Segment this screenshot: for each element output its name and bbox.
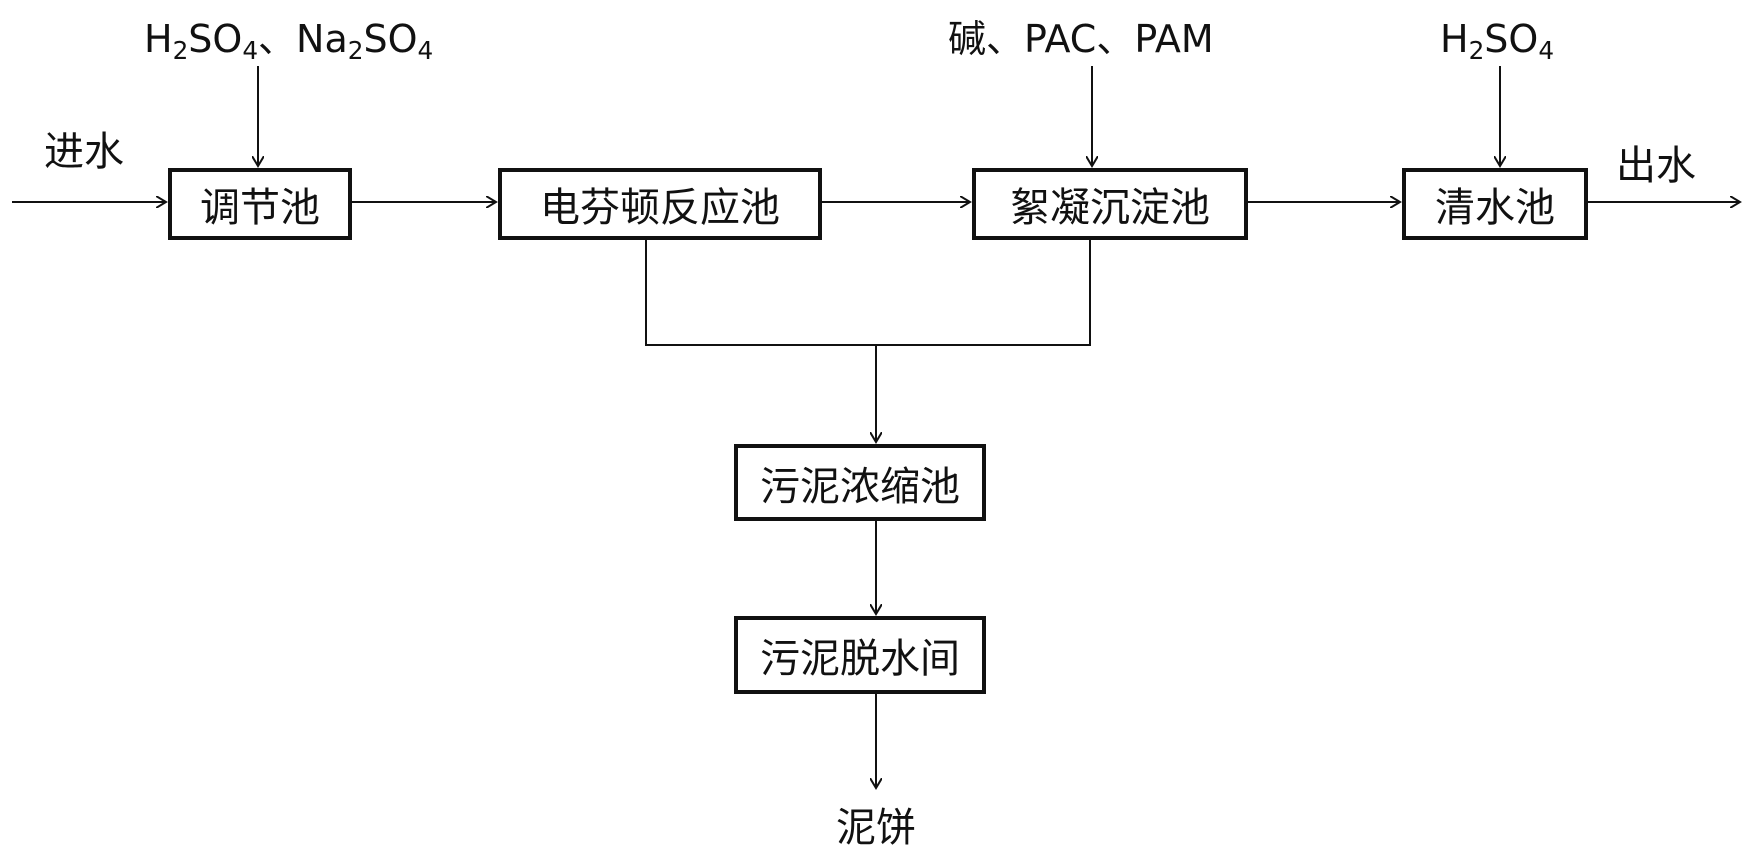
inflow-label: 进水: [44, 129, 124, 175]
box-electro-fenton-tank-label: 电芬顿反应池: [540, 185, 780, 231]
box-sludge-thickener: 污泥浓缩池: [734, 444, 986, 521]
reagent-label-1: H2SO4、Na2SO4: [144, 17, 434, 65]
sludge-cake-label: 泥饼: [836, 805, 916, 851]
box-flocculation-tank-label: 絮凝沉淀池: [1010, 185, 1210, 231]
reagent-label-2: 碱、PAC、PAM: [948, 17, 1214, 61]
box-sludge-dewatering: 污泥脱水间: [734, 616, 986, 694]
box-clear-water-tank-label: 清水池: [1435, 185, 1555, 231]
box-regulating-tank-label: 调节池: [200, 185, 320, 231]
box-clear-water-tank: 清水池: [1402, 168, 1588, 240]
box-sludge-thickener-label: 污泥浓缩池: [760, 463, 960, 510]
box-electro-fenton-tank: 电芬顿反应池: [498, 168, 822, 240]
outflow-label: 出水: [1616, 143, 1696, 189]
sludge-collector-line: [645, 240, 1091, 346]
reagent-label-3: H2SO4: [1440, 17, 1555, 65]
box-regulating-tank: 调节池: [168, 168, 352, 240]
box-flocculation-tank: 絮凝沉淀池: [972, 168, 1248, 240]
box-sludge-dewatering-label: 污泥脱水间: [760, 636, 960, 682]
